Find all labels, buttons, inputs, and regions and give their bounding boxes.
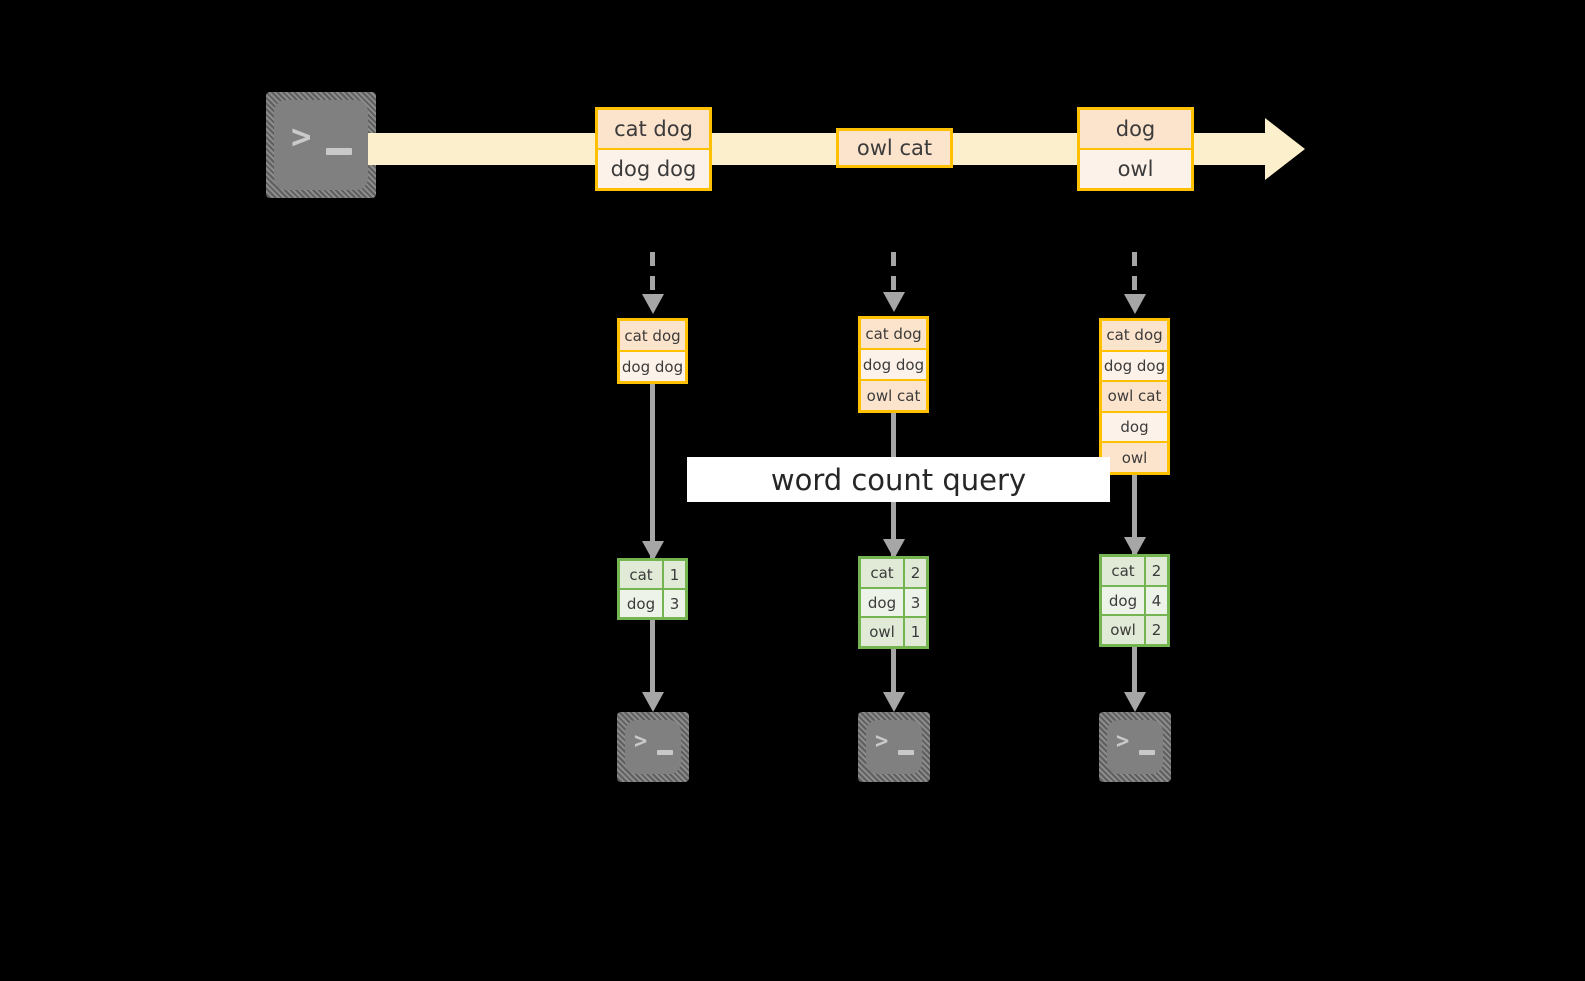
- stream-to-input-connector-2: [891, 252, 896, 294]
- word-cell: owl: [1102, 616, 1146, 645]
- query-label: word count query: [687, 457, 1110, 502]
- table-row: dog 4: [1102, 586, 1167, 617]
- input-batch-column-1: cat dog dog dog: [617, 318, 688, 384]
- count-cell: 2: [905, 559, 926, 587]
- word-cell: dog: [861, 588, 905, 617]
- record-line: owl cat: [1102, 382, 1167, 413]
- sink-terminal-icon-3: >: [1099, 712, 1171, 782]
- result-to-sink-arrowhead-3: [1124, 692, 1146, 712]
- input-batch-column-3: cat dog dog dog owl cat dog owl: [1099, 318, 1170, 475]
- terminal-cursor-underscore: [326, 148, 352, 155]
- count-cell: 3: [664, 590, 685, 617]
- stream-to-input-connector-1: [650, 252, 655, 296]
- record-line: cat dog: [861, 319, 926, 350]
- record-line: dog dog: [1102, 351, 1167, 383]
- terminal-prompt-chevron: >: [1116, 729, 1130, 754]
- word-cell: cat: [1102, 557, 1146, 585]
- stream-batch-1: cat dog dog dog: [595, 107, 712, 191]
- result-to-sink-arrowhead-1: [642, 692, 664, 712]
- record-line: dog: [1102, 412, 1167, 444]
- table-row: owl 2: [1102, 616, 1167, 645]
- count-cell: 1: [905, 618, 926, 647]
- terminal-cursor-underscore: [898, 750, 914, 755]
- record-line: cat dog: [598, 110, 709, 150]
- stream-to-input-arrowhead-3: [1124, 294, 1146, 314]
- result-to-sink-connector-2: [891, 649, 896, 695]
- result-to-sink-connector-1: [650, 620, 655, 695]
- word-cell: cat: [861, 559, 905, 587]
- record-line: dog: [1080, 110, 1191, 150]
- record-line: owl: [1080, 150, 1191, 188]
- count-cell: 1: [664, 561, 685, 588]
- result-to-sink-connector-3: [1132, 647, 1137, 695]
- query-arrowhead-2: [883, 539, 905, 559]
- result-table-column-2: cat 2 dog 3 owl 1: [858, 556, 929, 649]
- sink-terminal-icon-1: >: [617, 712, 689, 782]
- table-row: cat 2: [1102, 557, 1167, 587]
- table-row: owl 1: [861, 618, 926, 647]
- terminal-prompt-chevron: >: [634, 729, 648, 754]
- count-cell: 4: [1146, 586, 1167, 615]
- record-line: owl: [1102, 443, 1167, 472]
- terminal-cursor-underscore: [1139, 750, 1155, 755]
- record-line: cat dog: [1102, 321, 1167, 352]
- record-line: owl cat: [839, 131, 950, 165]
- count-cell: 2: [1146, 616, 1167, 645]
- table-row: cat 2: [861, 559, 926, 589]
- word-cell: cat: [620, 561, 664, 588]
- stream-arrow-head: [1265, 118, 1305, 180]
- result-to-sink-arrowhead-2: [883, 692, 905, 712]
- input-batch-column-2: cat dog dog dog owl cat: [858, 316, 929, 413]
- word-cell: owl: [861, 618, 905, 647]
- record-line: cat dog: [620, 321, 685, 352]
- record-line: dog dog: [598, 150, 709, 188]
- stream-to-input-arrowhead-1: [642, 294, 664, 314]
- word-cell: dog: [620, 590, 664, 617]
- query-arrowhead-1: [642, 541, 664, 561]
- word-cell: dog: [1102, 586, 1146, 615]
- table-row: cat 1: [620, 561, 685, 590]
- table-row: dog 3: [861, 588, 926, 619]
- terminal-prompt-chevron: >: [875, 729, 889, 754]
- count-cell: 2: [1146, 557, 1167, 585]
- source-terminal-icon: >: [266, 92, 376, 198]
- stream-to-input-connector-3: [1132, 252, 1137, 296]
- sink-terminal-icon-2: >: [858, 712, 930, 782]
- query-connector-1: [650, 384, 655, 558]
- record-line: dog dog: [620, 352, 685, 381]
- record-line: owl cat: [861, 381, 926, 410]
- table-row: dog 3: [620, 590, 685, 617]
- query-connector-3: [1132, 475, 1137, 555]
- result-table-column-3: cat 2 dog 4 owl 2: [1099, 554, 1170, 647]
- terminal-cursor-underscore: [657, 750, 673, 755]
- stream-batch-2: owl cat: [836, 128, 953, 168]
- terminal-prompt-chevron: >: [291, 117, 312, 157]
- stream-batch-3: dog owl: [1077, 107, 1194, 191]
- record-line: dog dog: [861, 350, 926, 381]
- result-table-column-1: cat 1 dog 3: [617, 558, 688, 620]
- stream-to-input-arrowhead-2: [883, 292, 905, 312]
- query-arrowhead-3: [1124, 537, 1146, 557]
- count-cell: 3: [905, 588, 926, 617]
